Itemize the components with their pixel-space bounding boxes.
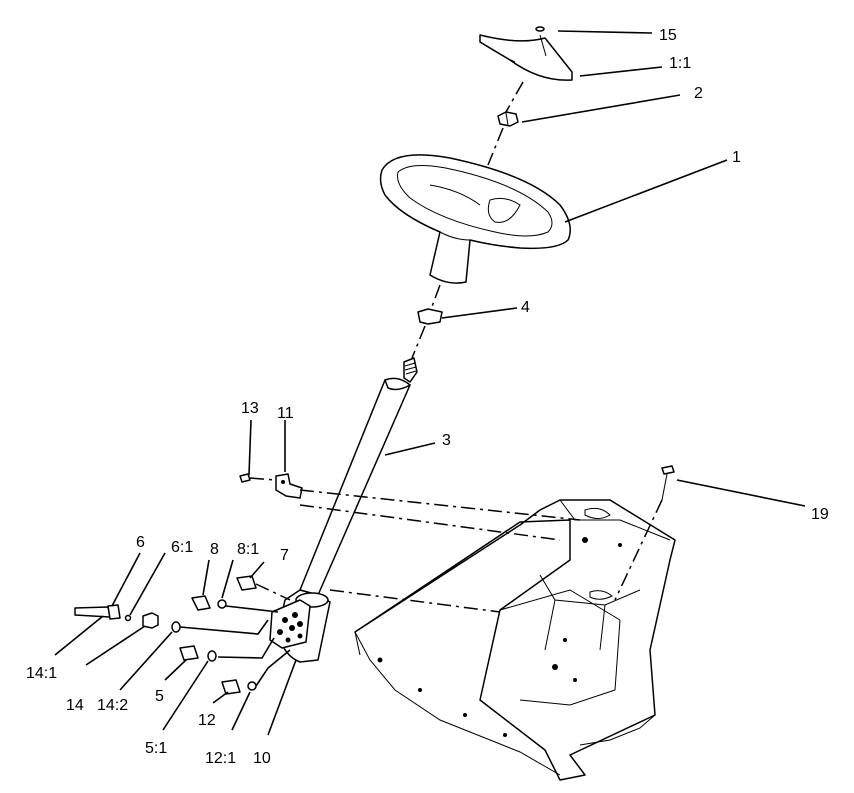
clamp-screw [239,473,276,483]
callout-6: 6 [136,534,145,551]
callout-1-1: 1:1 [669,55,691,72]
callout-14-2: 14:2 [97,697,128,714]
leader-lines [54,30,806,736]
o-ring-14-2 [171,621,181,633]
callout-13: 13 [241,400,259,417]
fitting-5 [179,645,199,661]
callout-5: 5 [155,688,164,705]
callout-6-1: 6:1 [171,539,193,556]
callout-1: 1 [732,149,741,166]
wheel-nut [497,111,519,127]
callout-8: 8 [210,541,219,558]
column-bushing [417,308,443,325]
callout-10: 10 [253,750,271,767]
callout-12-1: 12:1 [205,750,236,767]
callout-5-1: 5:1 [145,740,167,757]
line-8-valve [225,605,279,613]
hydraulic-hose [74,606,111,618]
callout-15: 15 [659,27,677,44]
mount-line-upper-2 [299,504,561,541]
callout-4: 4 [521,299,530,316]
mount-line-lower [329,589,501,613]
fitting-7-dash [255,583,291,601]
fitting-7 [236,575,257,591]
centerline-bushing [411,325,426,359]
fitting-8 [191,595,211,611]
steering-wheel-cap [479,34,573,81]
callout-12: 12 [198,712,216,729]
o-ring-8-1 [217,599,227,609]
centerline-cap [505,81,524,113]
adapter-fitting-14 [142,612,159,629]
o-ring-5-1 [207,650,217,662]
centerline-wheel [429,284,441,313]
hose-fitting [107,604,121,620]
fitting-12 [221,679,241,695]
callout-2: 2 [694,85,703,102]
emblem-decal [535,26,545,32]
callout-11: 11 [277,405,294,422]
mount-line-upper [299,489,581,521]
o-ring-6-1 [124,614,132,622]
steering-wheel [379,154,571,284]
callout-8-1: 8:1 [237,541,259,558]
callout-19: 19 [811,506,829,523]
callout-14: 14 [66,697,84,714]
callout-7: 7 [280,547,289,564]
line-14-2-valve [179,619,269,635]
o-ring-12-1 [247,681,257,691]
line-5-valve [217,637,275,659]
steering-frame [354,499,676,781]
callout-14-1: 14:1 [26,665,57,682]
callout-3: 3 [442,432,451,449]
centerline-nut [487,127,504,166]
line-12-valve [255,649,291,687]
frame-bolt [614,465,675,601]
steering-valve [269,599,311,649]
column-bracket [275,473,303,499]
